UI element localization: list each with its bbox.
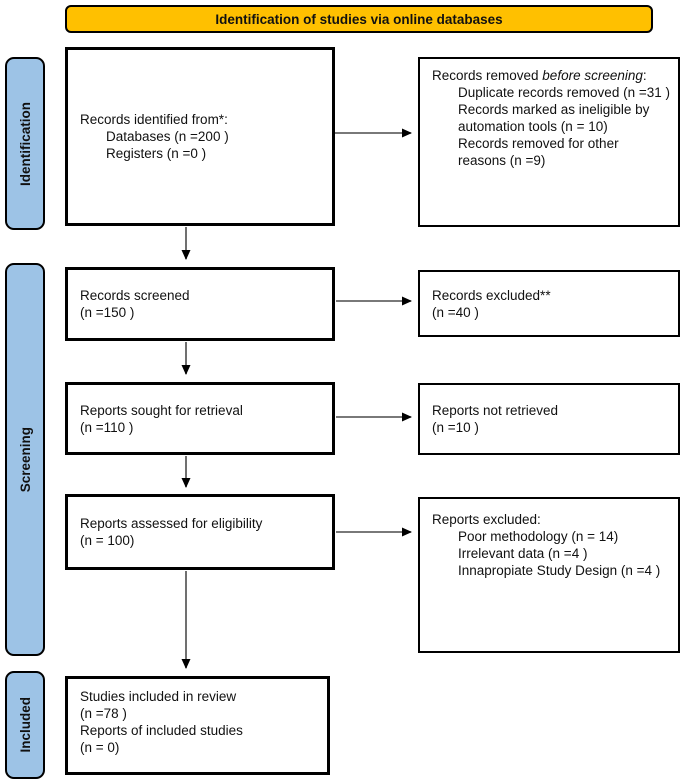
stage-included-label: Included bbox=[17, 697, 33, 753]
records-removed-title-suffix: : bbox=[642, 68, 647, 83]
stage-included: Included bbox=[5, 671, 45, 779]
records-identified-title: Records identified from*: bbox=[80, 112, 228, 127]
records-identified-registers: Registers (n =0 ) bbox=[106, 146, 207, 161]
box-reports-not-retrieved: Reports not retrieved (n =10 ) bbox=[418, 383, 680, 455]
reports-excluded-item-irrelevant: Irrelevant data (n =4 ) bbox=[458, 546, 588, 561]
records-excluded-label: Records excluded** bbox=[432, 287, 551, 303]
reports-sought-label: Reports sought for retrieval bbox=[80, 402, 243, 418]
stage-screening: Screening bbox=[5, 263, 45, 656]
records-removed-title-italic: before screening bbox=[542, 68, 643, 83]
studies-included-count: (n =78 ) bbox=[80, 706, 127, 721]
records-removed-item-automation: Records marked as ineligible by automati… bbox=[458, 102, 650, 134]
records-screened-label: Records screened bbox=[80, 288, 190, 303]
box-reports-excluded: Reports excluded: Poor methodology (n = … bbox=[418, 497, 680, 653]
records-removed-title: Records removed before screening: bbox=[432, 67, 670, 84]
reports-not-retrieved-count: (n =10 ) bbox=[432, 420, 479, 435]
records-excluded-count: (n =40 ) bbox=[432, 304, 479, 320]
records-identified-databases: Databases (n =200 ) bbox=[106, 129, 229, 144]
reports-included-count: (n = 0) bbox=[80, 740, 120, 755]
reports-not-retrieved-label: Reports not retrieved bbox=[432, 403, 559, 418]
reports-excluded-item-methodology: Poor methodology (n = 14) bbox=[458, 529, 619, 544]
box-reports-sought: Reports sought for retrieval (n =110 ) bbox=[65, 382, 335, 455]
stage-identification: Identification bbox=[5, 57, 45, 230]
box-studies-included: Studies included in review (n =78 ) Repo… bbox=[65, 676, 330, 775]
box-records-excluded: Records excluded** (n =40 ) bbox=[418, 270, 680, 337]
reports-sought-count: (n =110 ) bbox=[80, 419, 134, 435]
reports-assessed-label: Reports assessed for eligibility bbox=[80, 516, 263, 531]
reports-excluded-item-design: Innapropiate Study Design (n =4 ) bbox=[458, 563, 661, 578]
reports-included-label: Reports of included studies bbox=[80, 723, 243, 738]
records-removed-item-duplicates: Duplicate records removed (n =31 ) bbox=[458, 85, 670, 100]
stage-identification-label: Identification bbox=[17, 101, 33, 186]
banner-title: Identification of studies via online dat… bbox=[65, 5, 653, 33]
reports-excluded-title: Reports excluded: bbox=[432, 512, 541, 527]
box-records-screened: Records screened (n =150 ) bbox=[65, 267, 335, 341]
records-removed-title-prefix: Records removed bbox=[432, 68, 543, 83]
reports-assessed-count: (n = 100) bbox=[80, 533, 135, 548]
banner-title-label: Identification of studies via online dat… bbox=[215, 11, 503, 27]
box-reports-assessed: Reports assessed for eligibility (n = 10… bbox=[65, 494, 335, 570]
box-records-identified: Records identified from*: Databases (n =… bbox=[65, 47, 335, 226]
box-records-removed: Records removed before screening: Duplic… bbox=[418, 57, 680, 227]
stage-screening-label: Screening bbox=[17, 426, 33, 493]
records-screened-count: (n =150 ) bbox=[80, 305, 135, 320]
records-removed-item-other: Records removed for other reasons (n =9) bbox=[458, 136, 619, 168]
studies-included-label: Studies included in review bbox=[80, 689, 237, 704]
